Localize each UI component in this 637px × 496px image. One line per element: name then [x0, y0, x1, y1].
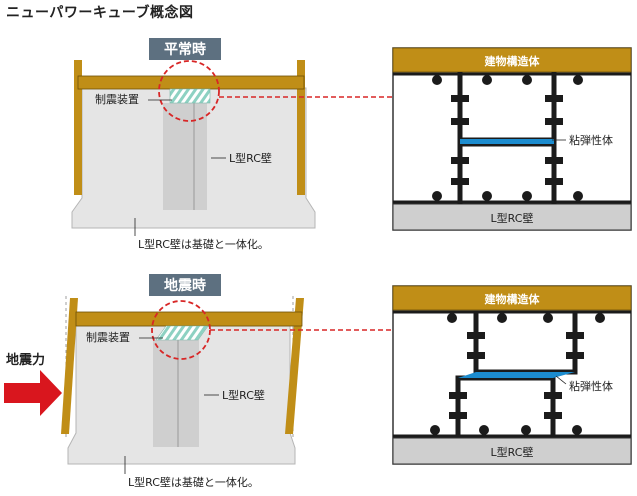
force-arrow [4, 370, 62, 416]
damper-device [169, 88, 211, 104]
normal-state-frame: 平常時 制震装置 L型RC壁 L型RC壁は基礎と一体化。 [71, 38, 393, 251]
state-label-earthquake: 地震時 [164, 277, 206, 294]
damper-device [155, 325, 209, 341]
building-beam [77, 75, 305, 90]
detail-bottom-label: L型RC壁 [491, 211, 534, 225]
detail-building-structure [392, 285, 632, 311]
right-column [297, 60, 305, 195]
wall-label: L型RC壁 [229, 151, 272, 165]
elastomer-label: 粘弾性体 [569, 379, 613, 393]
left-column [61, 298, 78, 434]
foundation-note: L型RC壁は基礎と一体化。 [138, 237, 269, 251]
detail-rc-wall [392, 437, 632, 465]
damper-label: 制震装置 [86, 331, 130, 344]
detail-rc-wall [392, 203, 632, 231]
viscoelastic-layer [460, 139, 554, 144]
building-beam [75, 311, 303, 327]
viscoelastic-layer [458, 372, 575, 378]
anchor-bolts [430, 313, 605, 435]
wall-label: L型RC壁 [222, 388, 265, 402]
force-label: 地震力 [6, 352, 45, 368]
state-label-normal: 平常時 [164, 41, 206, 58]
foundation-note: L型RC壁は基礎と一体化。 [128, 475, 259, 489]
earthquake-state-frame: 地震時 地震力 制震装置 L型RC壁 L型RC壁は基礎と一体化。 [4, 274, 393, 489]
anchor-bolts [432, 75, 583, 201]
elastomer-label: 粘弾性体 [569, 133, 613, 147]
detail-top-label: 建物構造体 [485, 292, 541, 306]
detail-building-structure [392, 47, 632, 73]
earthquake-detail: 建物構造体 L型RC壁 粘弾性体 [392, 285, 632, 465]
detail-bottom-label: L型RC壁 [491, 445, 534, 459]
damper-label: 制震装置 [95, 93, 139, 106]
state-label-bg [149, 274, 221, 296]
right-column [285, 298, 304, 434]
detail-top-label: 建物構造体 [485, 54, 541, 68]
left-column [74, 60, 82, 195]
state-label-bg [149, 38, 221, 60]
detail-callout-circle [158, 60, 220, 122]
elastomer-leader [555, 375, 567, 385]
page-title: ニューパワーキューブ概念図 [6, 5, 194, 21]
normal-detail: 建物構造体 L型RC壁 粘弾性体 [392, 47, 632, 231]
